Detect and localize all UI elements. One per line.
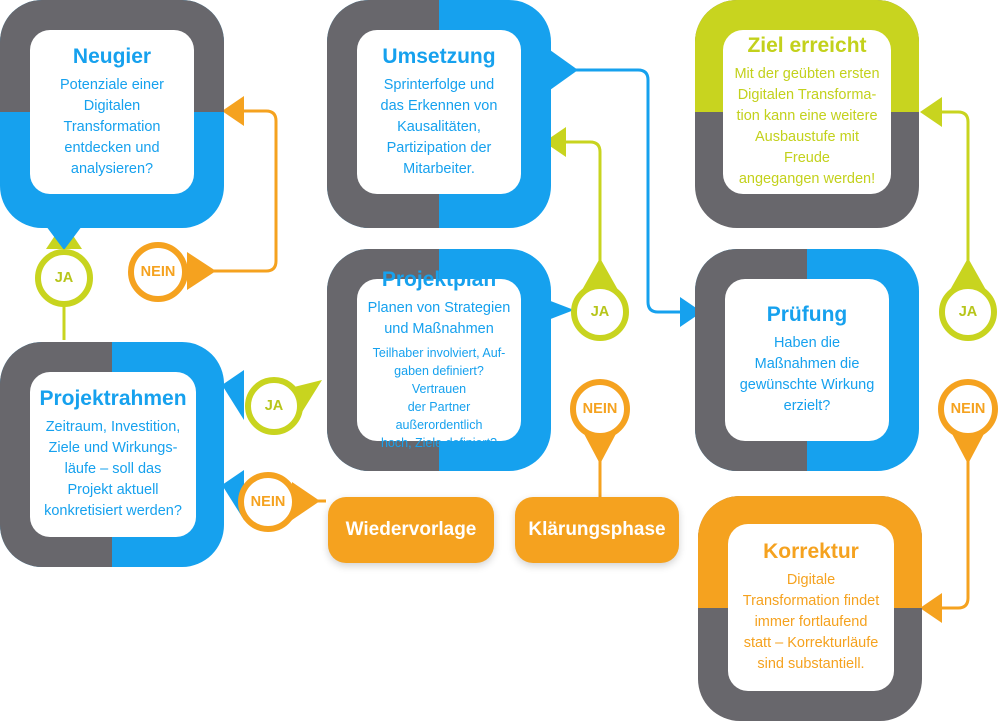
pruefung-text: Haben die Maßnahmen die gewünschte Wirku… [739, 335, 875, 414]
tail-nein-korrektur [950, 430, 986, 464]
projektplan-title: Projektplan [381, 268, 497, 291]
projektplan-text: Planen von Strategien und Maßnahmen [367, 300, 511, 337]
connector-ja-ziel [940, 110, 970, 284]
connector-ja-umsetzung [565, 140, 602, 284]
korrektur-card: Korrektur Digitale Transformation findet… [728, 524, 894, 691]
nein-badge-pruefung: NEIN [938, 379, 998, 439]
connector-nein-korrektur [940, 436, 970, 610]
korrektur-title: Korrektur [763, 540, 859, 563]
projektplan-subtext: Teilhaber involviert, Auf- gaben definie… [372, 346, 506, 450]
nein-badge-projektplan: NEIN [570, 379, 630, 439]
connector-umsetzung-pruefung [575, 68, 680, 314]
tail-projektplan-box [548, 300, 574, 320]
tail-ja-umsetzung [582, 258, 618, 290]
nein-badge-neugier: NEIN [128, 242, 188, 302]
ja-badge-neugier: JA [35, 249, 93, 307]
projektrahmen-card: Projektrahmen Zeitraum, Investition, Zie… [30, 372, 196, 537]
wiedervorlage-pill: Wiedervorlage [328, 497, 494, 563]
arrowhead-umsetzung [544, 127, 566, 157]
ziel-card: Ziel erreicht Mit der geübten ersten Dig… [723, 30, 891, 194]
klaerungsphase-pill: Klärungsphase [515, 497, 679, 563]
ja-badge-projektplan: JA [571, 283, 629, 341]
projektplan-card: Projektplan Planen von Strategien und Ma… [357, 268, 521, 450]
umsetzung-title: Umsetzung [382, 44, 496, 68]
projektrahmen-title: Projektrahmen [39, 387, 187, 410]
neugier-title: Neugier [72, 44, 152, 68]
tail-umsetzung-box [550, 50, 578, 90]
korrektur-text: Digitale Transformation findet immer for… [742, 572, 880, 672]
arrowhead-korrektur [920, 593, 942, 623]
arrowhead-pruefung [680, 297, 702, 327]
pruefung-card: Prüfung Haben die Maßnahmen die gewünsch… [725, 279, 889, 441]
ziel-title: Ziel erreicht [747, 34, 867, 57]
nein-badge-projektrahmen: NEIN [238, 472, 298, 532]
umsetzung-text: Sprinterfolge und das Erkennen von Kausa… [380, 76, 498, 177]
tail-nein-neugier [187, 252, 216, 290]
arrowhead-neugier [222, 96, 244, 126]
tail-projektrahmen-left [222, 370, 244, 420]
neugier-card: Neugier Potenziale einer Digitalen Trans… [30, 30, 194, 194]
arrowhead-ziel [920, 97, 942, 127]
projektrahmen-text: Zeitraum, Investition, Ziele und Wirkung… [44, 419, 182, 519]
neugier-text: Potenziale einer Digitalen Transformatio… [60, 76, 164, 177]
tail-nein-klaerung [582, 430, 618, 464]
tail-nein-projektrahmen [292, 482, 320, 520]
ja-badge-projektrahmen: JA [245, 377, 303, 435]
ja-badge-pruefung: JA [939, 283, 997, 341]
tail-ja-ziel [950, 258, 986, 290]
pruefung-title: Prüfung [766, 303, 848, 326]
connector-nein-neugier [214, 109, 278, 273]
tail-neugier-box [46, 226, 82, 250]
ziel-text: Mit der geübten ersten Digitalen Transfo… [734, 66, 880, 187]
umsetzung-card: Umsetzung Sprinterfolge und das Erkennen… [357, 30, 521, 194]
